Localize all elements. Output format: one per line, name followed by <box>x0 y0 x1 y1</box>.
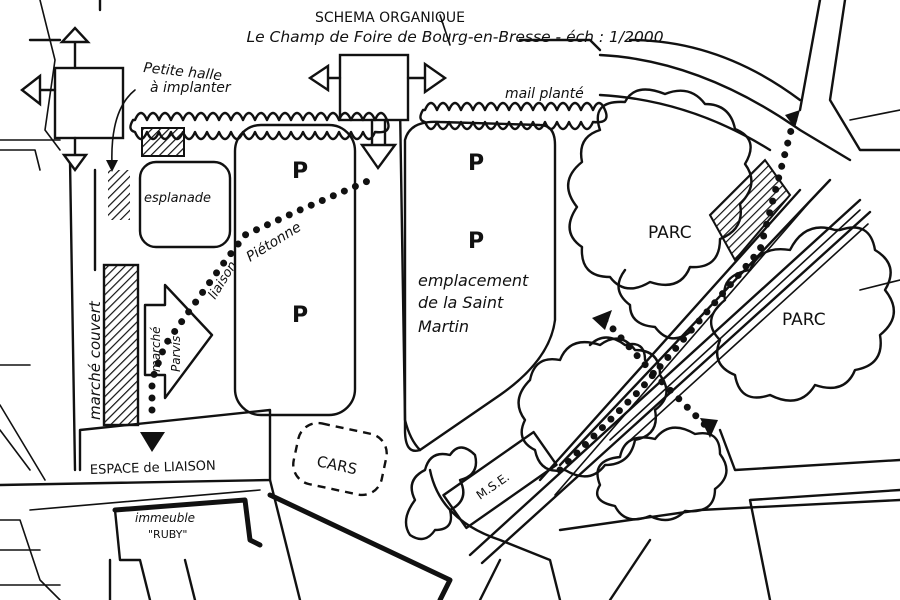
parking-symbol: P <box>292 159 308 184</box>
label-parc-east: PARC <box>782 310 826 330</box>
esplanade-box <box>138 160 232 249</box>
petite-halle-site <box>141 127 185 157</box>
marche-couvert-building <box>102 263 140 427</box>
label-marche-couvert: marché couvert <box>86 300 104 420</box>
arrow-right-icon <box>423 61 448 95</box>
arrow-down-icon <box>140 432 165 452</box>
parking-symbol: P <box>468 151 484 176</box>
parking-symbol: P <box>468 229 484 254</box>
parking-symbol: P <box>292 303 308 328</box>
pedestrian-path-dots <box>148 111 799 474</box>
diagram-title: SCHEMA ORGANIQUE <box>315 10 465 26</box>
label-ruby: "RUBY" <box>148 528 187 541</box>
arrow-down-icon <box>700 418 718 438</box>
label-martin: Martin <box>418 317 469 336</box>
mse-building <box>442 430 558 530</box>
label-marche: marché <box>149 326 163 372</box>
label-mse: M.S.E. <box>474 470 512 503</box>
label-esplanade: esplanade <box>144 191 211 206</box>
rail-lines <box>468 178 872 565</box>
immeuble-ruby-outline <box>112 492 453 600</box>
parking-lot-west <box>233 123 357 417</box>
label-pietonne: Piétonne <box>244 219 305 265</box>
tree-row-mail-west <box>129 111 390 141</box>
arrow-up-icon <box>592 310 612 330</box>
diagram-subtitle: Le Champ de Foire de Bourg-en-Bresse - é… <box>246 28 663 46</box>
circulation-node-center <box>307 53 448 171</box>
arrow-down-icon <box>106 160 118 172</box>
circulation-node-west <box>20 26 125 173</box>
hatch-strip-small <box>108 170 130 220</box>
parc-east-trees <box>710 226 895 402</box>
leader-line <box>111 89 136 166</box>
parc-north-trees <box>567 88 753 340</box>
arrow-down-icon <box>359 143 398 171</box>
cars-zone <box>292 421 388 497</box>
label-de-la-saint: de la Saint <box>418 293 504 312</box>
arrow-left-icon <box>20 73 42 107</box>
arrow-left-icon <box>307 63 330 93</box>
label-a-implanter: à implanter <box>150 80 232 96</box>
tree-row-mail-east <box>419 101 608 131</box>
trees-near-mse <box>404 446 478 541</box>
saint-martin-area <box>403 120 557 452</box>
label-espace-liaison: ESPACE de LIAISON <box>90 459 216 478</box>
label-cars: CARS <box>315 452 359 478</box>
trees-along-rail <box>517 336 668 478</box>
arrow-up-icon <box>59 26 91 44</box>
arrow-up-icon <box>785 110 800 128</box>
label-parvis: Parvis <box>169 336 183 372</box>
label-immeuble: immeuble <box>135 511 195 525</box>
parc-south-trees <box>595 426 728 522</box>
marche-parvis-arrow <box>143 283 214 400</box>
arrow-down-icon <box>61 153 89 173</box>
label-mail-plante: mail planté <box>505 86 584 102</box>
label-parc-north: PARC <box>648 223 692 243</box>
label-emplacement: emplacement <box>418 271 529 290</box>
